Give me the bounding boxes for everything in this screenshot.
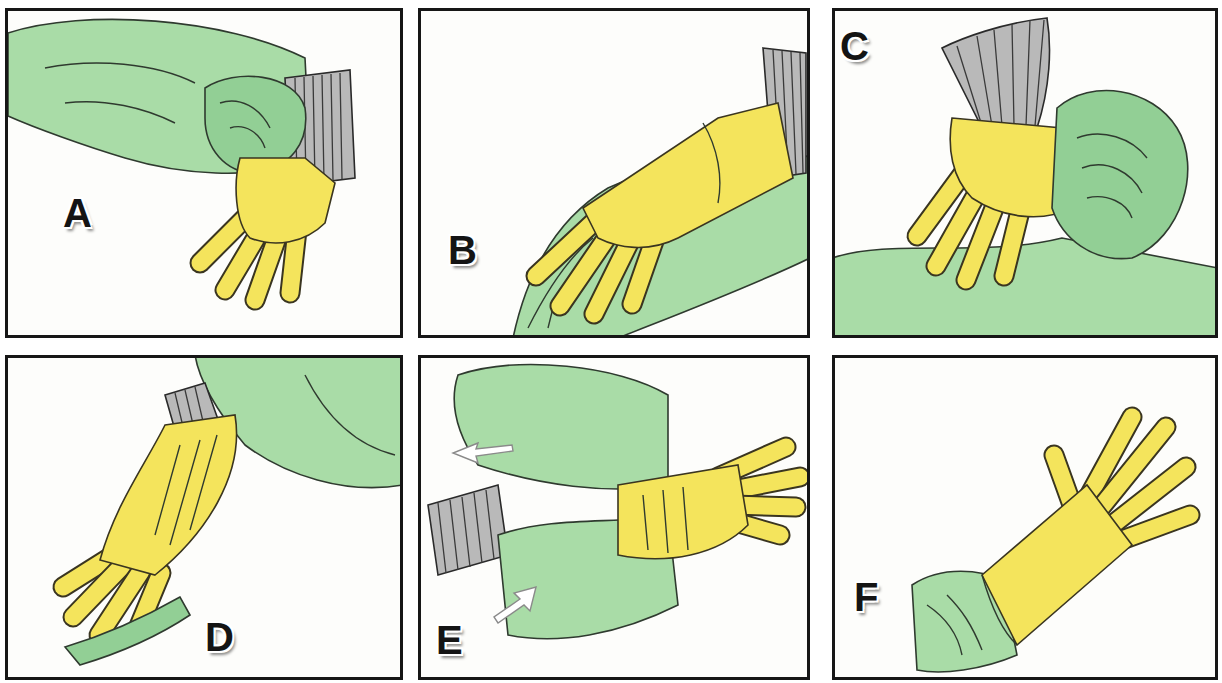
glove-on-sleeve-drawing-part xyxy=(583,103,793,247)
cuff-over-sleeve-drawing xyxy=(428,365,800,639)
gloved-hand-drawing-part xyxy=(1122,515,1190,540)
cuff-over-sleeve-drawing-part xyxy=(428,485,508,575)
glove-pull-drawing-part xyxy=(155,435,217,545)
panel-letter: D xyxy=(205,617,234,657)
gloved-hand-drawing-part xyxy=(1054,455,1072,505)
glove-grasp-drawing xyxy=(8,19,355,300)
figure-panel: F xyxy=(832,355,1218,680)
glove-pull-drawing-part xyxy=(100,415,237,575)
glove-grasp-drawing-part xyxy=(220,101,270,148)
panel-backgrounds-part xyxy=(418,8,810,338)
cuff-over-sleeve-drawing-part xyxy=(643,487,688,553)
cuff-stretch-drawing-part xyxy=(1052,91,1188,259)
cuff-over-sleeve-drawing-part xyxy=(438,490,494,573)
glove-on-sleeve-drawing-part xyxy=(632,241,654,304)
panel-letter: A xyxy=(63,193,92,233)
glove-grasp-drawing-part xyxy=(8,19,310,173)
glove-on-sleeve-drawing-part xyxy=(703,123,720,203)
glove-pull-drawing xyxy=(63,355,403,665)
glove-pull-drawing-part xyxy=(65,597,190,665)
cuff-stretch-drawing-part xyxy=(942,18,1050,128)
cuff-over-sleeve-drawing-part xyxy=(494,587,536,623)
glove-grasp-drawing-part xyxy=(236,158,335,243)
cuff-stretch-drawing-part xyxy=(957,20,1044,126)
cuff-stretch-drawing xyxy=(832,18,1218,338)
panel-backgrounds-part xyxy=(832,355,1218,680)
glove-on-sleeve-drawing xyxy=(513,48,810,338)
figure-panel: B xyxy=(418,8,810,338)
gloved-hand-drawing-part xyxy=(982,485,1132,645)
figure-panel: A xyxy=(5,8,403,338)
cuff-over-sleeve-drawing-part xyxy=(618,465,748,559)
panel-letter: F xyxy=(854,577,878,617)
gloved-hand-drawing xyxy=(912,417,1190,672)
gloved-hand-drawing-part xyxy=(1054,455,1072,505)
panel-backgrounds-part xyxy=(832,8,1218,338)
cuff-stretch-drawing-part xyxy=(966,198,998,280)
figure-panel: D xyxy=(5,355,403,680)
cuff-stretch-drawing-part xyxy=(1077,134,1147,218)
cuff-stretch-drawing-part xyxy=(966,198,998,280)
gloved-hand-drawing-part xyxy=(927,595,982,655)
glove-grasp-drawing-part xyxy=(45,63,195,123)
cuff-stretch-drawing-part xyxy=(832,238,1218,338)
panel-letter: E xyxy=(436,620,463,660)
panel-backgrounds-part xyxy=(418,355,810,680)
figure-panel: E xyxy=(418,355,810,680)
glove-pull-drawing-part xyxy=(305,375,395,455)
panel-backgrounds-part xyxy=(5,355,403,680)
panel-backgrounds xyxy=(5,8,1218,680)
panel-backgrounds-part xyxy=(5,8,403,338)
cuff-over-sleeve-drawing-part xyxy=(454,365,668,489)
gloved-hand-drawing-part xyxy=(982,575,1017,645)
gloved-hand-drawing-part xyxy=(1122,515,1190,540)
cuff-over-sleeve-drawing-part xyxy=(453,443,513,463)
panel-letter: B xyxy=(448,230,477,270)
panel-letter: C xyxy=(840,26,869,66)
glove-on-sleeve-drawing-part xyxy=(632,241,654,304)
figure-panel: C xyxy=(832,8,1218,338)
